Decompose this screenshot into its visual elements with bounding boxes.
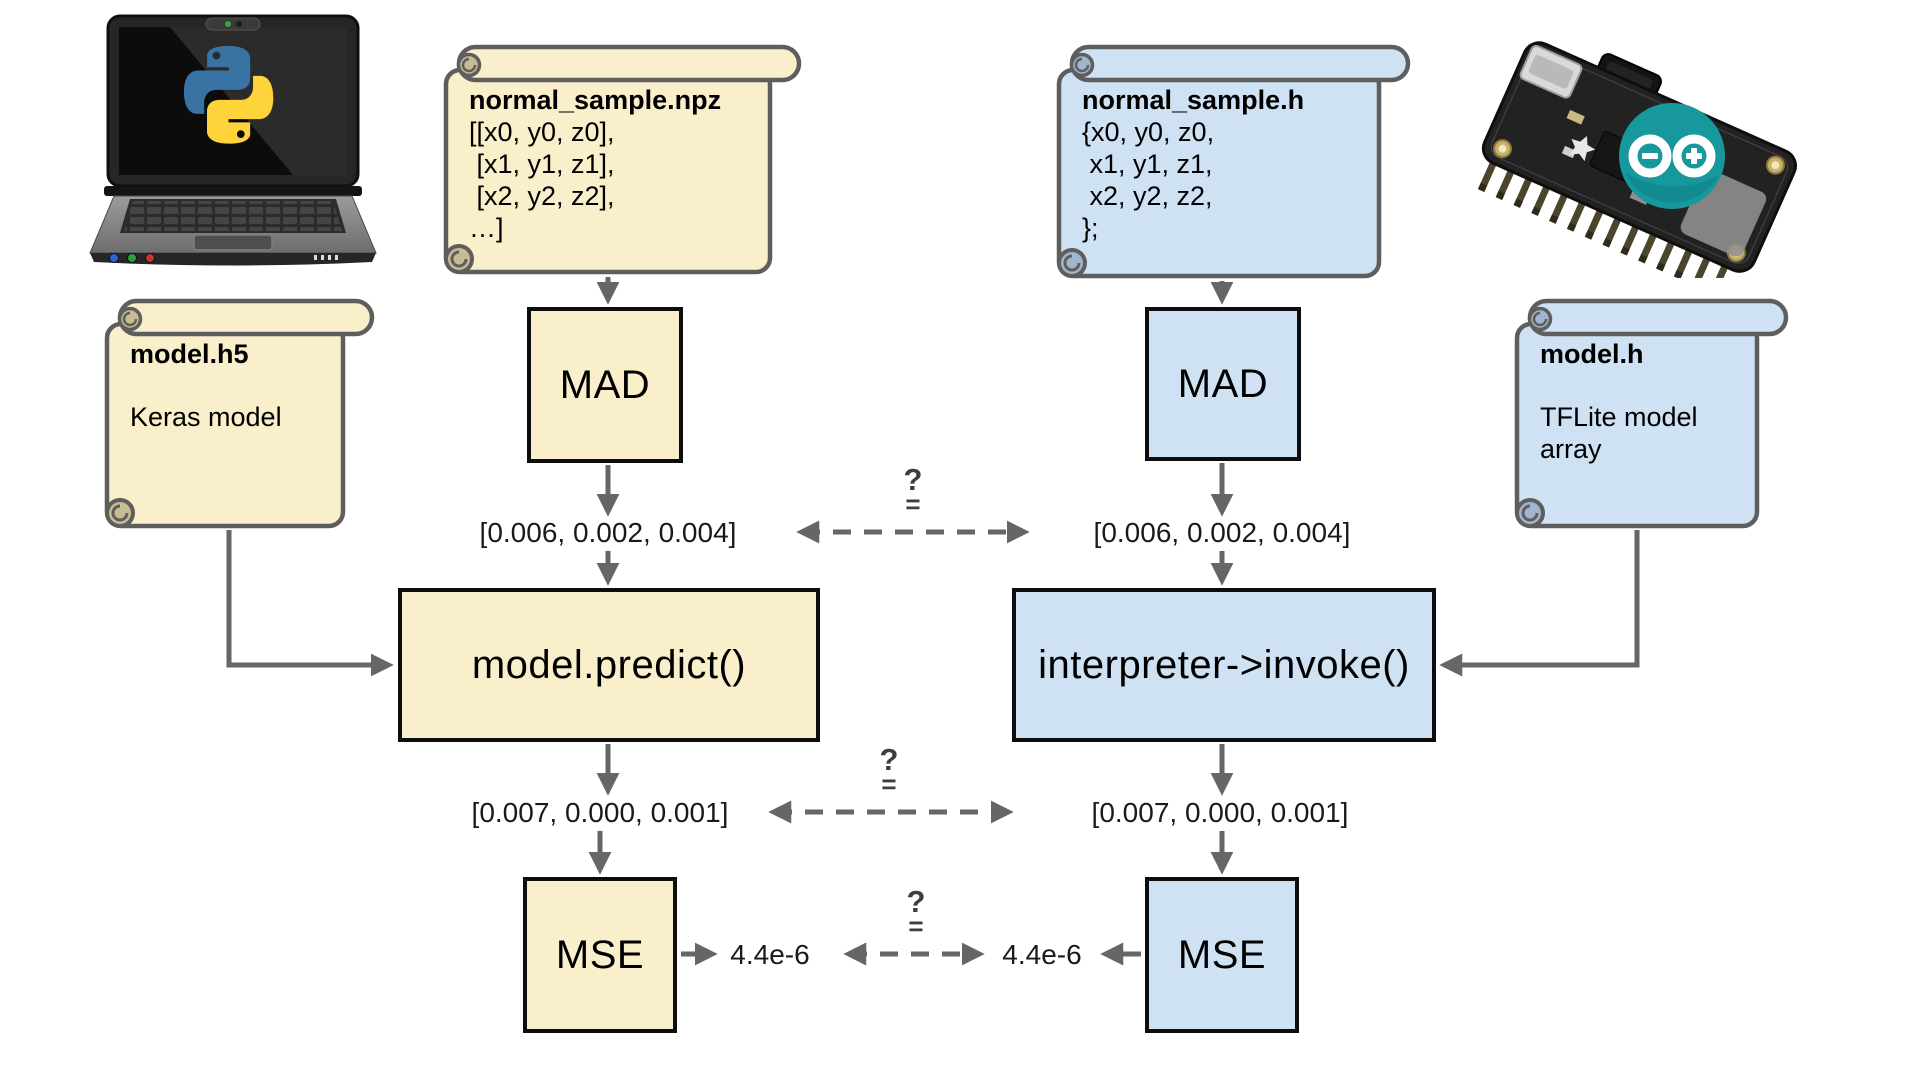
file-content-line: …] xyxy=(469,213,504,243)
equals-sign: = xyxy=(881,769,897,799)
question-equals-label-mad: ? = xyxy=(881,462,945,519)
mad-box-right: MAD xyxy=(1145,307,1301,461)
file-scroll-normal-sample-h: normal_sample.h {x0, y0, z0, x1, y1, z1,… xyxy=(1056,44,1412,280)
mse-box-right: MSE xyxy=(1145,877,1299,1033)
file-title: model.h xyxy=(1540,339,1644,369)
arduino-logo-icon xyxy=(1619,103,1725,209)
file-content-line: x2, y2, z2, xyxy=(1082,181,1213,211)
model-predict-label: model.predict() xyxy=(471,642,747,687)
file-scroll-model-h5: model.h5 Keras model xyxy=(104,298,376,530)
mad-output-left: [0.006, 0.002, 0.004] xyxy=(479,517,737,548)
file-content-line: array xyxy=(1540,434,1602,464)
scroll-shape xyxy=(104,298,375,529)
interpreter-invoke-label: interpreter->invoke() xyxy=(1038,642,1410,687)
equals-sign: = xyxy=(905,489,921,519)
arrow-model-h5-to-predict xyxy=(226,530,394,677)
file-content-line: [x1, y1, z1], xyxy=(469,149,615,179)
file-scroll-normal-sample-npz: normal_sample.npz [[x0, y0, z0], [x1, y1… xyxy=(443,44,803,276)
mad-box-label: MAD xyxy=(559,362,651,407)
scroll-shape xyxy=(443,44,802,275)
header-pins xyxy=(1477,159,1730,278)
equals-sign: = xyxy=(908,911,924,941)
mse-box-label: MSE xyxy=(555,932,645,977)
question-mark: ? xyxy=(906,884,926,919)
file-content-line: {x0, y0, z0, xyxy=(1082,117,1215,147)
mse-box-left: MSE xyxy=(523,877,677,1033)
arrow-model-h-to-invoke xyxy=(1439,530,1640,677)
model-predict-box: model.predict() xyxy=(398,588,820,742)
file-title: normal_sample.npz xyxy=(469,85,722,115)
invoke-output: [0.007, 0.000, 0.001] xyxy=(1091,797,1349,828)
mad-box-left: MAD xyxy=(527,307,683,463)
scroll-shape xyxy=(1514,298,1789,529)
arduino-board-image xyxy=(1477,41,1797,278)
file-title: normal_sample.h xyxy=(1082,85,1305,115)
laptop-webcam xyxy=(205,17,261,31)
question-equals-label-mse: ? = xyxy=(884,884,948,941)
file-scroll-model-h: model.h TFLite model array xyxy=(1514,298,1790,530)
file-content-line: TFLite model xyxy=(1540,402,1698,432)
scroll-shape xyxy=(1056,44,1411,279)
mad-output-right: [0.006, 0.002, 0.004] xyxy=(1093,517,1351,548)
question-mark: ? xyxy=(879,742,899,777)
mse-output-right: 4.4e-6 xyxy=(1002,939,1082,970)
file-content-line: [x2, y2, z2], xyxy=(469,181,615,211)
file-title: model.h5 xyxy=(130,339,249,369)
question-mark: ? xyxy=(903,462,923,497)
file-content-line: x1, y1, z1, xyxy=(1082,149,1213,179)
laptop-touchpad xyxy=(193,234,273,251)
interpreter-invoke-box: interpreter->invoke() xyxy=(1012,588,1436,742)
question-equals-label-predict: ? = xyxy=(857,742,921,799)
python-logo-icon xyxy=(183,46,274,144)
python-laptop-image xyxy=(89,14,377,266)
file-content-line: [[x0, y0, z0], xyxy=(469,117,615,147)
mse-box-label: MSE xyxy=(1177,932,1267,977)
predict-output: [0.007, 0.000, 0.001] xyxy=(471,797,729,828)
mse-output-left: 4.4e-6 xyxy=(730,939,810,970)
file-content-line: Keras model xyxy=(130,402,282,432)
file-content-line: }; xyxy=(1082,213,1099,243)
mad-box-label: MAD xyxy=(1177,361,1269,406)
